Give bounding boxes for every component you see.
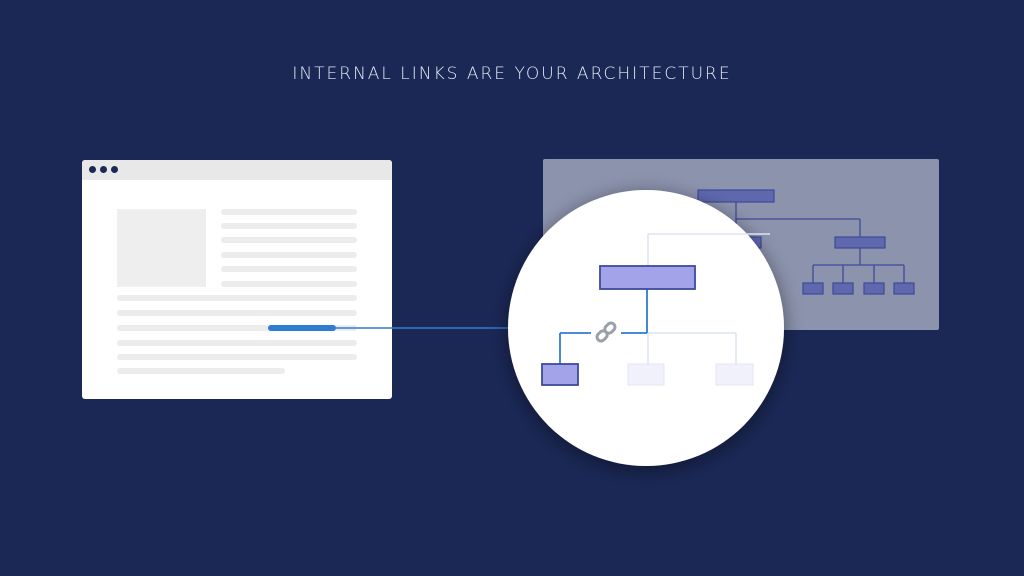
tree-root-node [697, 189, 775, 203]
tree-leaf-node [802, 282, 824, 295]
text-line [221, 237, 357, 243]
magnifier-circle [508, 190, 784, 466]
text-line [117, 340, 357, 346]
window-dot-icon [111, 166, 118, 173]
window-dot-icon [89, 166, 96, 173]
browser-window [82, 160, 392, 399]
tree-connectors [735, 202, 905, 283]
faded-page-node [715, 363, 754, 386]
text-line [117, 295, 357, 301]
text-line [117, 325, 357, 331]
text-line [221, 209, 357, 215]
text-line [221, 266, 357, 272]
active-link-path [559, 289, 648, 364]
tree-leaf-node [832, 282, 854, 295]
tree-leaf-node [893, 282, 915, 295]
image-placeholder [117, 209, 206, 287]
browser-title-bar [82, 160, 392, 180]
parent-page-node [599, 265, 696, 290]
linked-page-node [541, 363, 579, 386]
page-title: INTERNAL LINKS ARE YOUR ARCHITECTURE [292, 64, 732, 84]
internal-link-highlight[interactable] [268, 325, 336, 331]
text-line [221, 252, 357, 258]
link-icon [595, 321, 617, 343]
text-line [117, 354, 357, 360]
window-dot-icon [100, 166, 107, 173]
tree-node [834, 236, 886, 249]
tree-leaf-node [863, 282, 885, 295]
faded-page-node [627, 363, 665, 386]
text-line [221, 281, 357, 287]
text-line [117, 310, 357, 316]
text-line [221, 223, 357, 229]
text-line [117, 368, 285, 374]
